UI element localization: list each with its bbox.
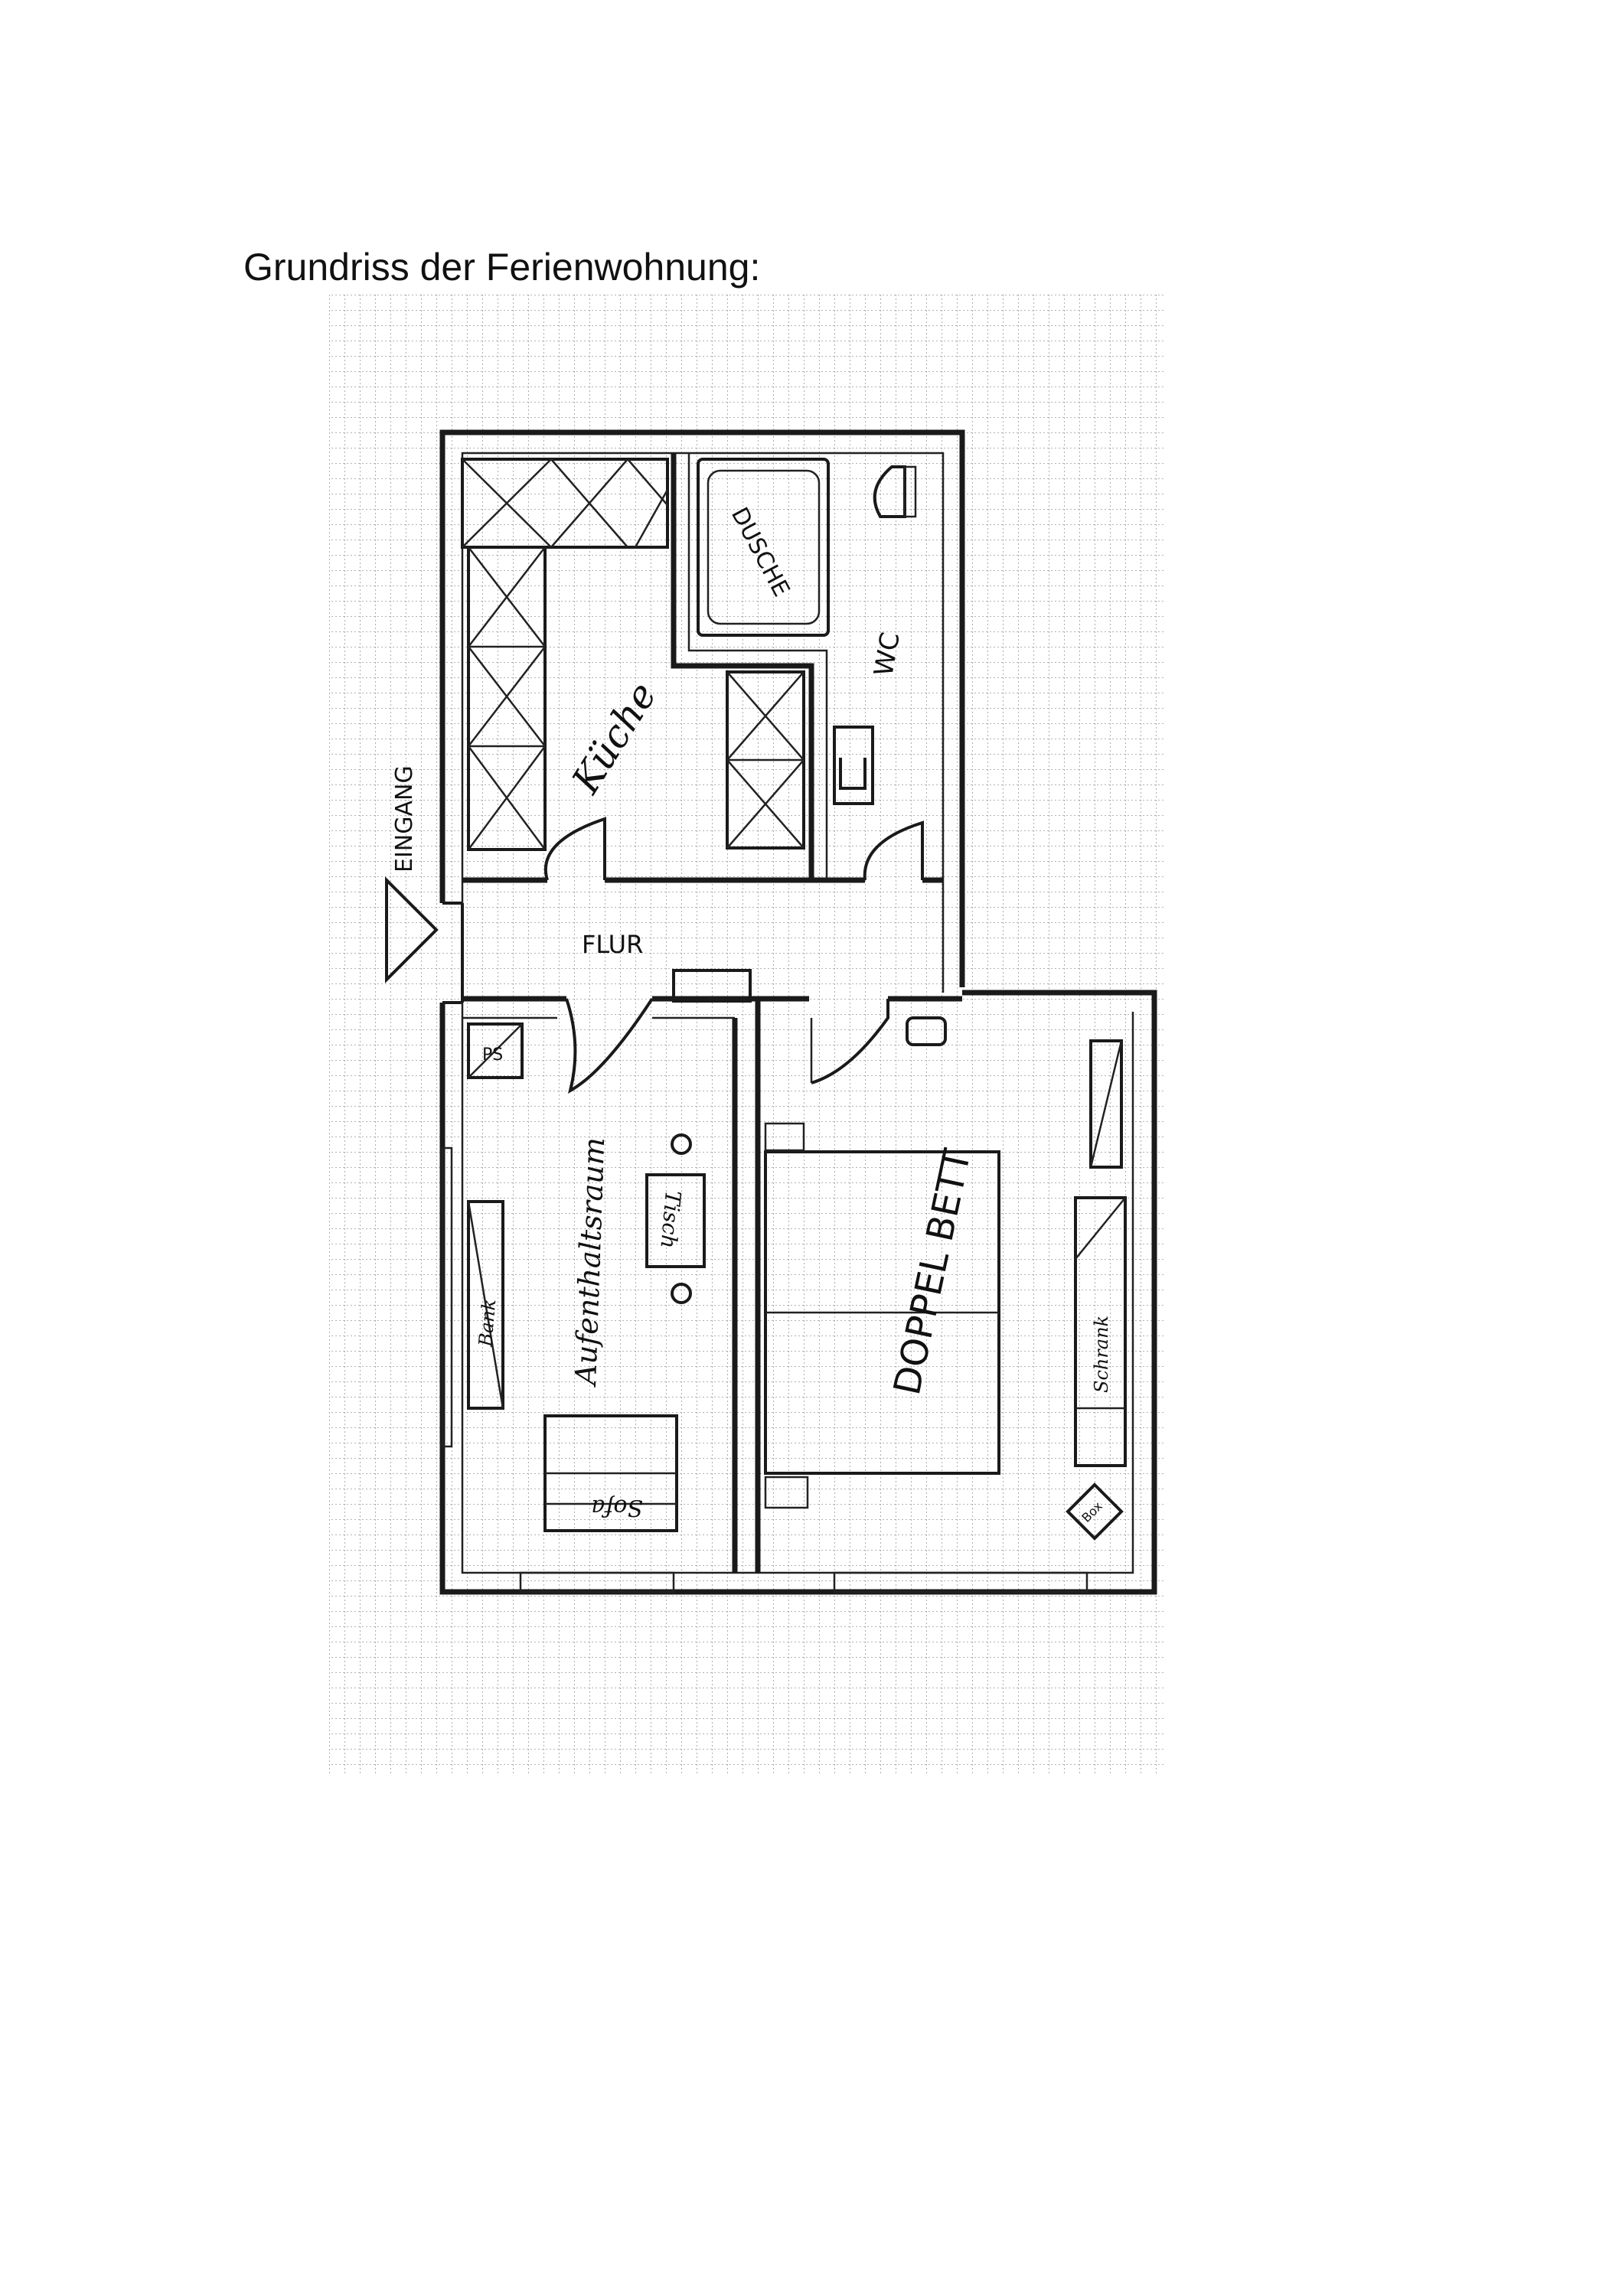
wardrobe-top: [1089, 1039, 1123, 1169]
label-hallway: FLUR: [582, 930, 643, 959]
inner-wall-line-north: [461, 452, 945, 993]
window-south-living: [519, 1571, 675, 1593]
bedroom-heater: [906, 1016, 947, 1046]
entrance-marker: [385, 876, 439, 983]
door-wc: [863, 820, 924, 881]
door-kitchen: [543, 817, 606, 881]
shelf-box: [467, 1022, 524, 1079]
page-title: Grundriss der Ferienwohnung:: [243, 246, 761, 289]
doors: [543, 817, 924, 1094]
shower-tray-outer: [697, 458, 830, 637]
corner-unit: [1066, 1482, 1124, 1541]
toilet-bowl: [873, 465, 906, 518]
shower: [697, 458, 830, 637]
wardrobe: [1074, 1196, 1127, 1467]
shower-tray-inner: [707, 469, 821, 625]
outer-wall-north-wing: [439, 429, 965, 987]
window-south-bedroom: [833, 1571, 1088, 1593]
chair-bottom: [671, 1283, 692, 1304]
label-shelf: PS: [482, 1045, 503, 1065]
chimney-block: [672, 969, 752, 1003]
wc-sink-cabinet: [833, 726, 874, 805]
wall-kitchen-shower: [671, 453, 814, 880]
bedroom-furniture: [764, 1016, 1127, 1541]
kitchen-counter-left: [467, 546, 547, 851]
door-bedroom: [811, 999, 889, 1084]
bench: [467, 1200, 504, 1410]
toilet-tank: [903, 465, 917, 518]
wall-kitchen-shower-inner: [687, 453, 828, 880]
kitchen-counter-top: [461, 458, 669, 549]
kitchen-furniture: [461, 458, 805, 851]
table: [645, 1173, 706, 1268]
nightstand-bottom: [764, 1476, 809, 1509]
entrance-arrow-icon: [385, 876, 439, 983]
label-sofa: Sofa: [591, 1494, 643, 1521]
door-living-room: [565, 997, 654, 1094]
label-table: Tisch: [655, 1189, 685, 1249]
label-wardrobe: Schrank: [1091, 1316, 1112, 1393]
label-wc: WC: [868, 630, 906, 678]
interior-walls: [462, 453, 962, 1573]
chair-top: [671, 1133, 692, 1155]
inner-wall-line-south: [461, 1003, 1134, 1574]
label-entrance: EINGANG: [391, 765, 418, 872]
living-room-furniture: [467, 1022, 706, 1532]
window-west: [441, 1146, 453, 1448]
nightstand-top: [764, 1122, 805, 1152]
toilet: [873, 465, 917, 518]
label-bench: Bank: [475, 1298, 500, 1348]
wc-sink-basin: [839, 758, 867, 790]
windows: [441, 1146, 1088, 1593]
wc-sink: [833, 726, 874, 805]
